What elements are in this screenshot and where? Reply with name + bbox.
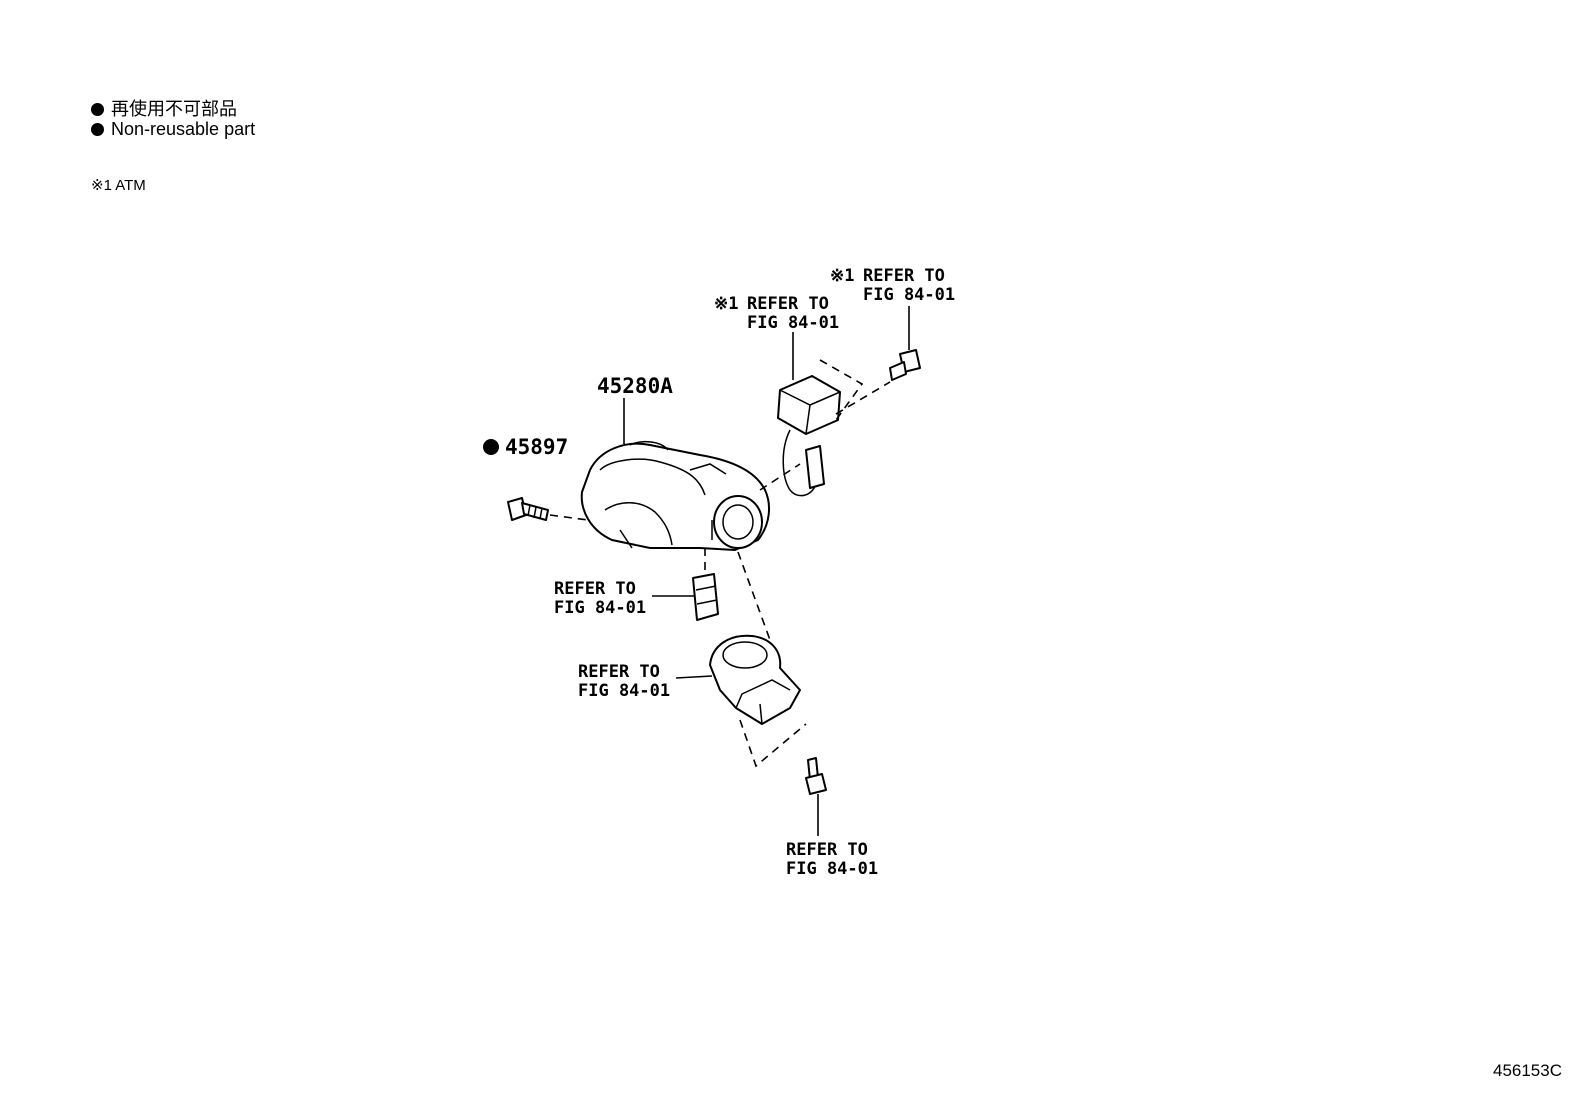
legend-japanese: 再使用不可部品 bbox=[91, 95, 237, 121]
refer-top-mid-mark: ※1 bbox=[714, 294, 738, 314]
screw-bottom-part[interactable] bbox=[805, 757, 827, 795]
non-reusable-dot-icon bbox=[91, 123, 104, 136]
refer-mid-line2: FIG 84-01 bbox=[554, 598, 646, 618]
non-reusable-dot-icon bbox=[483, 439, 499, 455]
connector-part[interactable] bbox=[692, 573, 719, 621]
refer-top-mid-line1: REFER TO bbox=[747, 294, 829, 314]
switch-assembly-line bbox=[759, 463, 801, 491]
refer-bottom-line2: FIG 84-01 bbox=[786, 859, 878, 879]
legend-english-text: Non-reusable part bbox=[111, 119, 256, 139]
refer-top-right-mark: ※1 bbox=[830, 266, 854, 286]
sensor-assembly-line bbox=[737, 551, 771, 641]
refer-top-right-line1: REFER TO bbox=[863, 266, 945, 286]
sensor-ring-part[interactable] bbox=[709, 634, 801, 725]
refer-lower-line1: REFER TO bbox=[578, 662, 660, 682]
switch-bracket-dash bbox=[819, 359, 864, 421]
label-45280a: 45280A bbox=[597, 374, 673, 398]
bolt-assembly-line bbox=[549, 514, 589, 521]
refer-top-mid-line2: FIG 84-01 bbox=[747, 313, 839, 333]
switch-module-part[interactable] bbox=[777, 375, 841, 497]
screw-assembly-line bbox=[835, 381, 891, 415]
refer-mid-line1: REFER TO bbox=[554, 579, 636, 599]
leader-refer-lower bbox=[675, 675, 713, 679]
legend-english: Non-reusable part bbox=[91, 119, 255, 140]
ignition-housing-part[interactable] bbox=[580, 440, 771, 551]
figure-id: 456153C bbox=[1492, 1061, 1562, 1080]
legend-japanese-text: 再使用不可部品 bbox=[111, 99, 237, 119]
refer-top-right-line2: FIG 84-01 bbox=[863, 285, 955, 305]
bolt-45897-part[interactable] bbox=[507, 497, 549, 521]
screw-top-right-part[interactable] bbox=[889, 349, 921, 381]
non-reusable-dot-icon bbox=[91, 103, 104, 116]
label-45897: 45897 bbox=[505, 435, 568, 459]
sensor-bracket-dash bbox=[739, 719, 807, 768]
refer-lower-line2: FIG 84-01 bbox=[578, 681, 670, 701]
atm-note: ※1 ATM bbox=[91, 177, 146, 194]
refer-bottom-line1: REFER TO bbox=[786, 840, 868, 860]
